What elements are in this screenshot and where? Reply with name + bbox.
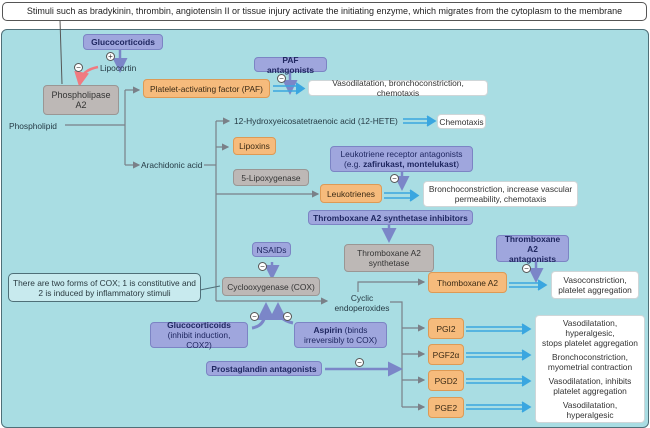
leukotriene-antagonists-drug: Leukotriene receptor antagonists (e.g. z… xyxy=(330,146,473,172)
inhibit-minus-icon: − xyxy=(355,358,364,367)
cyclic-endoperoxides-label: Cyclic endoperoxides xyxy=(330,293,394,313)
pge2-effect: Vasodilatation, hyperalgesic xyxy=(562,400,618,420)
pgi2-product: PGI2 xyxy=(428,318,464,339)
glucocorticoids-cox2-line2: (inhibit induction, COX2) xyxy=(167,330,231,350)
inhibit-minus-icon: − xyxy=(277,74,286,83)
txa2-antagonists-line1: Thromboxane A2 xyxy=(504,233,561,254)
paf-antagonists-drug: PAF antagonists xyxy=(254,55,327,75)
txa2-synthetase-line1: Thromboxane A2 xyxy=(357,248,421,258)
txa2-antagonists-drug: Thromboxane A2 antagonists xyxy=(496,233,569,264)
pgi2-effect: Vasodilatation, hyperalgesic,stops plate… xyxy=(542,318,638,348)
phospholipase-a2-enzyme: Phospholipase A2 xyxy=(43,85,119,115)
lipocortin-label: Lipocortin xyxy=(100,63,137,73)
leukotrienes-effect-line1: Bronchoconstriction, increase vascular xyxy=(428,184,573,194)
phospholipase-line1: Phospholipase xyxy=(51,90,111,100)
cyclooxygenase-enzyme: Cyclooxygenase (COX) xyxy=(222,277,320,296)
glucocorticoids-drug: Glucocorticoids xyxy=(83,34,163,50)
thromboxane-effect-line2: platelet aggregation xyxy=(558,285,632,295)
leukotrienes-product: Leukotrienes xyxy=(320,184,382,203)
glucocorticoids-cox2-drug: Glucocorticoids (inhibit induction, COX2… xyxy=(150,320,248,350)
inhibit-minus-icon: − xyxy=(258,262,267,271)
inhibit-minus-icon: − xyxy=(250,312,259,321)
nsaids-drug: NSAIDs xyxy=(252,242,291,257)
leukotrienes-effect: Bronchoconstriction, increase vascular p… xyxy=(423,181,578,207)
prostaglandin-antagonists-drug: Prostaglandin antagonists xyxy=(206,361,322,376)
txa2-synthetase-enzyme: Thromboxane A2 synthetase xyxy=(344,244,434,272)
txa2-antagonists-line2: antagonists xyxy=(509,253,556,264)
prostaglandin-effects-box: Vasodilatation, hyperalgesic,stops plate… xyxy=(535,315,645,423)
txa2-synthetase-inhibitors-drug: Thromboxane A2 synthetase inhibitors xyxy=(308,210,473,225)
paf-effect: Vasodilatation, bronchoconstriction, che… xyxy=(308,78,488,98)
inhibit-minus-icon: − xyxy=(283,312,292,321)
paf-product: Platelet-activating factor (PAF) xyxy=(143,79,270,98)
aspirin-drug: Aspirin (binds irreversibly to COX) xyxy=(294,322,387,348)
pgf2a-product: PGF2α xyxy=(428,344,464,365)
thromboxane-effect: Vasoconstriction, platelet aggregation xyxy=(551,271,639,299)
arachidonic-acid-label: Arachidonic acid xyxy=(141,160,203,170)
aspirin-line2: irreversibly to COX) xyxy=(303,335,378,345)
lipoxins-product: Lipoxins xyxy=(233,137,276,155)
pgf2a-effect: Bronchoconstriction,myometrial contracti… xyxy=(547,352,633,372)
pgd2-product: PGD2 xyxy=(428,370,464,391)
12-hete-effect: Chemotaxis xyxy=(437,114,486,129)
inhibit-minus-icon: − xyxy=(522,264,531,273)
phospholipid-label: Phospholipid xyxy=(9,121,57,131)
stimuli-note: Stimuli such as bradykinin, thrombin, an… xyxy=(2,2,647,21)
cyclic-line1: Cyclic xyxy=(350,293,374,303)
leukotriene-antagonists-line2: (e.g. zafirukast, montelukast) xyxy=(344,159,459,169)
cox-forms-note: There are two forms of COX; 1 is constit… xyxy=(8,273,201,302)
aspirin-line1: Aspirin (binds xyxy=(313,325,368,335)
phospholipase-line2: A2 xyxy=(75,100,87,110)
inhibit-minus-icon: − xyxy=(390,174,399,183)
leukotrienes-effect-line2: permeability, chemotaxis xyxy=(454,194,547,204)
5-lipoxygenase-enzyme: 5-Lipoxygenase xyxy=(233,169,309,186)
pge2-product: PGE2 xyxy=(428,397,464,418)
12-hete-label: 12-Hydroxyeicosatetraenoic acid (12-HETE… xyxy=(234,116,398,126)
stimulate-plus-icon: + xyxy=(106,52,115,61)
thromboxane-effect-line1: Vasoconstriction, xyxy=(563,275,627,285)
glucocorticoids-cox2-line1: Glucocorticoids xyxy=(167,320,231,330)
cyclic-line2: endoperoxides xyxy=(334,303,390,313)
thromboxane-a2-product: Thomboxane A2 xyxy=(428,272,507,293)
leukotriene-antagonists-line1: Leukotriene receptor antagonists xyxy=(340,149,463,159)
txa2-synthetase-line2: synthetase xyxy=(368,258,410,268)
inhibit-minus-icon: − xyxy=(74,63,83,72)
